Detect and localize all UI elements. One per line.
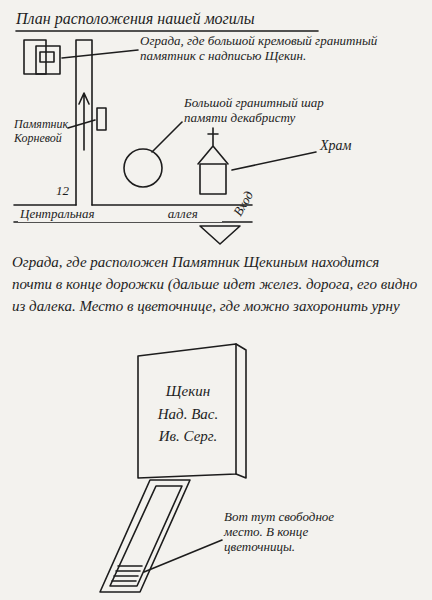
alley-lines	[14, 205, 252, 222]
plan-title: План расположения нашей могилы	[16, 10, 336, 28]
entrance-mark	[200, 226, 240, 244]
callout-label: Ограда, где большой кремовый гранитный п…	[140, 34, 390, 64]
entrance-label: Вход	[231, 177, 264, 219]
church-outline	[200, 164, 226, 194]
note-text: Ограда, где расположен Памятник Щекиным …	[12, 252, 420, 317]
monument-mark	[97, 108, 106, 130]
gravestone-inscription: Щекин Над. Вас. Ив. Серг.	[146, 358, 230, 470]
leader-line	[68, 120, 95, 128]
alley-name: Центральная аллея	[18, 207, 222, 222]
plot-number: 12	[56, 184, 76, 199]
granite-ball	[124, 149, 162, 187]
fence-outline	[36, 46, 60, 74]
leader-line	[232, 152, 316, 170]
flowerbed-outline	[100, 480, 190, 592]
callout-label: Храм	[320, 138, 380, 154]
callout-label: Вот тут свободное место. В конце цветочн…	[224, 510, 374, 555]
leader-line	[152, 122, 182, 152]
inscription-text: Щекин Над. Вас. Ив. Серг.	[150, 380, 226, 448]
title-underline	[16, 30, 318, 32]
leader-line	[62, 50, 138, 58]
gravestone-face	[138, 344, 236, 478]
church-roof	[198, 128, 228, 164]
callout-label: Памятник Корневой	[14, 118, 70, 146]
fence-outline	[24, 40, 46, 74]
monument-mark	[40, 52, 54, 62]
leader-line	[144, 540, 222, 572]
free-place-hatch	[112, 566, 142, 581]
callout-label: Большой гранитный шар памяти декабристу	[184, 96, 324, 126]
gravestone-side	[236, 344, 246, 478]
